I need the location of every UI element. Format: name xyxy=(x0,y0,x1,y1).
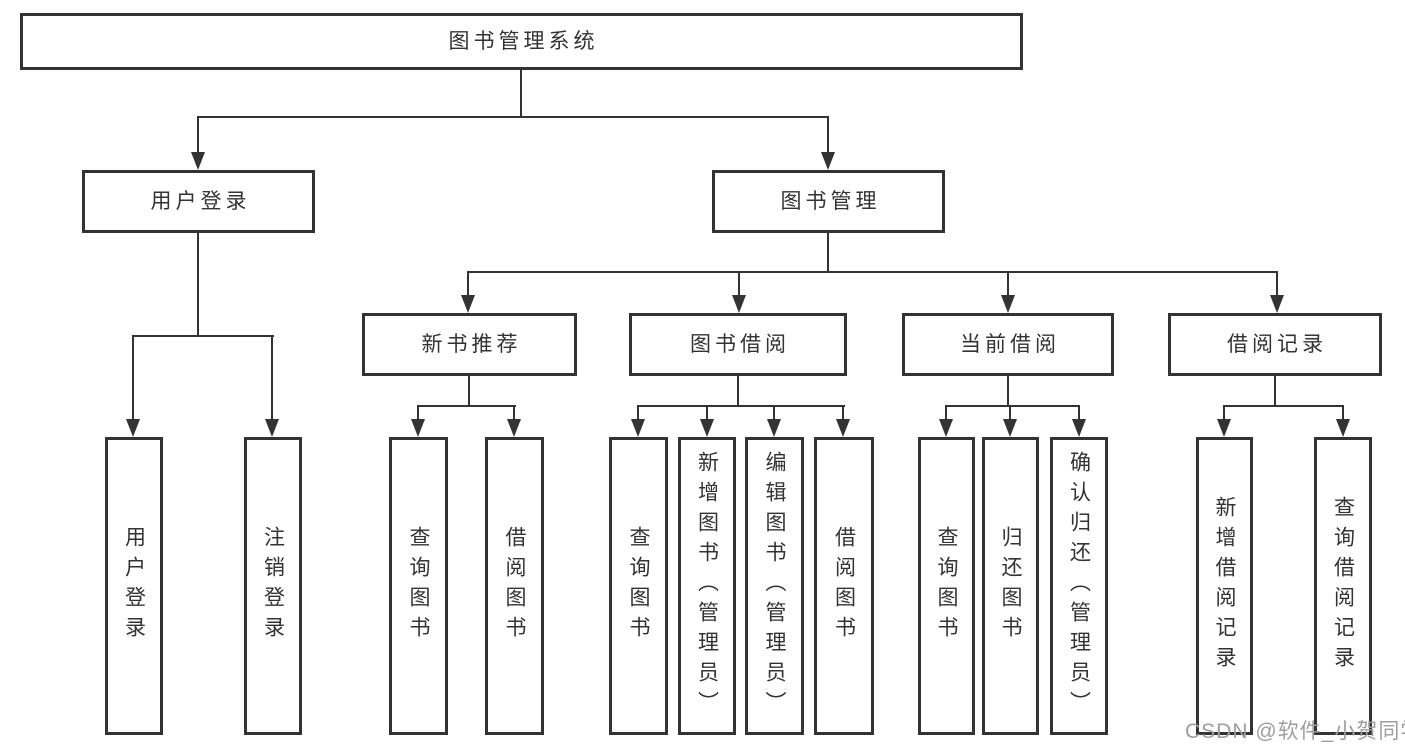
leaf-query-books: 查询图书 xyxy=(389,437,448,735)
leaf-confirm-return-admin: 确认归还（管理员） xyxy=(1050,437,1108,735)
arrow-down-icon xyxy=(191,152,205,170)
connector-line xyxy=(520,70,522,118)
connector-line xyxy=(1223,405,1225,423)
leaf-user-login-label: 用户登录 xyxy=(122,526,146,646)
arrow-down-icon xyxy=(767,419,781,437)
node-book-management: 图书管理 xyxy=(712,170,945,233)
connector-line xyxy=(197,116,829,118)
connector-line xyxy=(842,405,844,423)
connector-line xyxy=(945,405,947,423)
node-user-login-label: 用户登录 xyxy=(150,190,251,213)
connector-line xyxy=(132,335,274,337)
node-book-borrowing-label: 图书借阅 xyxy=(690,333,790,356)
connector-line xyxy=(827,116,829,156)
connector-line xyxy=(1009,405,1011,423)
connector-line xyxy=(1276,271,1278,299)
connector-line xyxy=(271,335,273,423)
connector-line xyxy=(827,233,829,273)
leaf-return-books-label: 归还图书 xyxy=(999,526,1022,646)
leaf-edit-books-admin: 编辑图书（管理员） xyxy=(745,437,804,735)
node-current-borrowing-label: 当前借阅 xyxy=(960,333,1060,356)
leaf-add-books-admin-label: 新增图书（管理员） xyxy=(695,451,719,721)
connector-line xyxy=(468,376,470,407)
node-new-book-recommend-label: 新书推荐 xyxy=(421,333,522,356)
node-user-login: 用户登录 xyxy=(82,170,315,233)
connector-line xyxy=(737,376,739,407)
connector-line xyxy=(773,405,775,423)
leaf-logout: 注销登录 xyxy=(244,437,302,735)
leaf-borrow-books-label: 借阅图书 xyxy=(503,526,526,646)
connector-line xyxy=(467,271,469,299)
arrow-down-icon xyxy=(821,152,835,170)
arrow-down-icon xyxy=(631,419,645,437)
connector-line xyxy=(417,405,516,407)
connector-line xyxy=(1007,376,1009,407)
connector-line xyxy=(738,271,740,299)
leaf-user-login: 用户登录 xyxy=(105,437,163,735)
connector-line xyxy=(1078,405,1080,423)
arrow-down-icon xyxy=(507,419,521,437)
leaf-return-books: 归还图书 xyxy=(982,437,1039,735)
leaf-query-books: 查询图书 xyxy=(918,437,975,735)
leaf-query-books-label: 查询图书 xyxy=(935,526,958,646)
leaf-borrow-books: 借阅图书 xyxy=(485,437,544,735)
arrow-down-icon xyxy=(1270,295,1284,313)
leaf-edit-books-admin-label: 编辑图书（管理员） xyxy=(763,451,786,721)
node-book-borrowing: 图书借阅 xyxy=(629,313,847,376)
connector-line xyxy=(637,405,639,423)
node-book-management-label: 图书管理 xyxy=(780,190,881,213)
connector-line xyxy=(637,405,845,407)
node-borrowing-records: 借阅记录 xyxy=(1168,313,1382,376)
arrow-down-icon xyxy=(1336,419,1350,437)
arrow-down-icon xyxy=(126,419,140,437)
connector-line xyxy=(1274,376,1276,407)
csdn-watermark: CSDN @软件_小贺同学 xyxy=(1185,720,1405,743)
connector-line xyxy=(467,271,1278,273)
leaf-logout-label: 注销登录 xyxy=(261,526,285,646)
connector-line xyxy=(1007,271,1009,299)
node-library-system: 图书管理系统 xyxy=(20,13,1023,70)
arrow-down-icon xyxy=(732,295,746,313)
arrow-down-icon xyxy=(836,419,850,437)
node-current-borrowing: 当前借阅 xyxy=(902,313,1114,376)
arrow-down-icon xyxy=(1072,419,1086,437)
connector-line xyxy=(197,116,199,156)
leaf-query-borrow-record-label: 查询借阅记录 xyxy=(1331,496,1355,676)
leaf-borrow-books-label: 借阅图书 xyxy=(832,526,856,646)
connector-line xyxy=(513,405,515,423)
leaf-add-borrow-record-label: 新增借阅记录 xyxy=(1213,496,1236,676)
connector-line xyxy=(132,335,134,423)
leaf-add-books-admin: 新增图书（管理员） xyxy=(678,437,736,735)
leaf-query-books-label: 查询图书 xyxy=(407,526,430,646)
connector-line xyxy=(1342,405,1344,423)
connector-line xyxy=(1223,405,1344,407)
leaf-query-books-label: 查询图书 xyxy=(627,526,650,646)
connector-line xyxy=(706,405,708,423)
leaf-confirm-return-admin-label: 确认归还（管理员） xyxy=(1067,451,1091,721)
node-borrowing-records-label: 借阅记录 xyxy=(1227,333,1327,356)
arrow-down-icon xyxy=(700,419,714,437)
arrow-down-icon xyxy=(1003,419,1017,437)
node-library-system-label: 图书管理系统 xyxy=(448,30,599,53)
connector-line xyxy=(197,233,199,337)
arrow-down-icon xyxy=(461,295,475,313)
arrow-down-icon xyxy=(1001,295,1015,313)
leaf-borrow-books: 借阅图书 xyxy=(814,437,874,735)
arrow-down-icon xyxy=(939,419,953,437)
arrow-down-icon xyxy=(265,419,279,437)
connector-line xyxy=(945,405,1080,407)
arrow-down-icon xyxy=(411,419,425,437)
leaf-query-books: 查询图书 xyxy=(609,437,668,735)
arrow-down-icon xyxy=(1217,419,1231,437)
leaf-add-borrow-record: 新增借阅记录 xyxy=(1196,437,1253,735)
connector-line xyxy=(417,405,419,423)
node-new-book-recommend: 新书推荐 xyxy=(362,313,577,376)
leaf-query-borrow-record: 查询借阅记录 xyxy=(1314,437,1372,735)
